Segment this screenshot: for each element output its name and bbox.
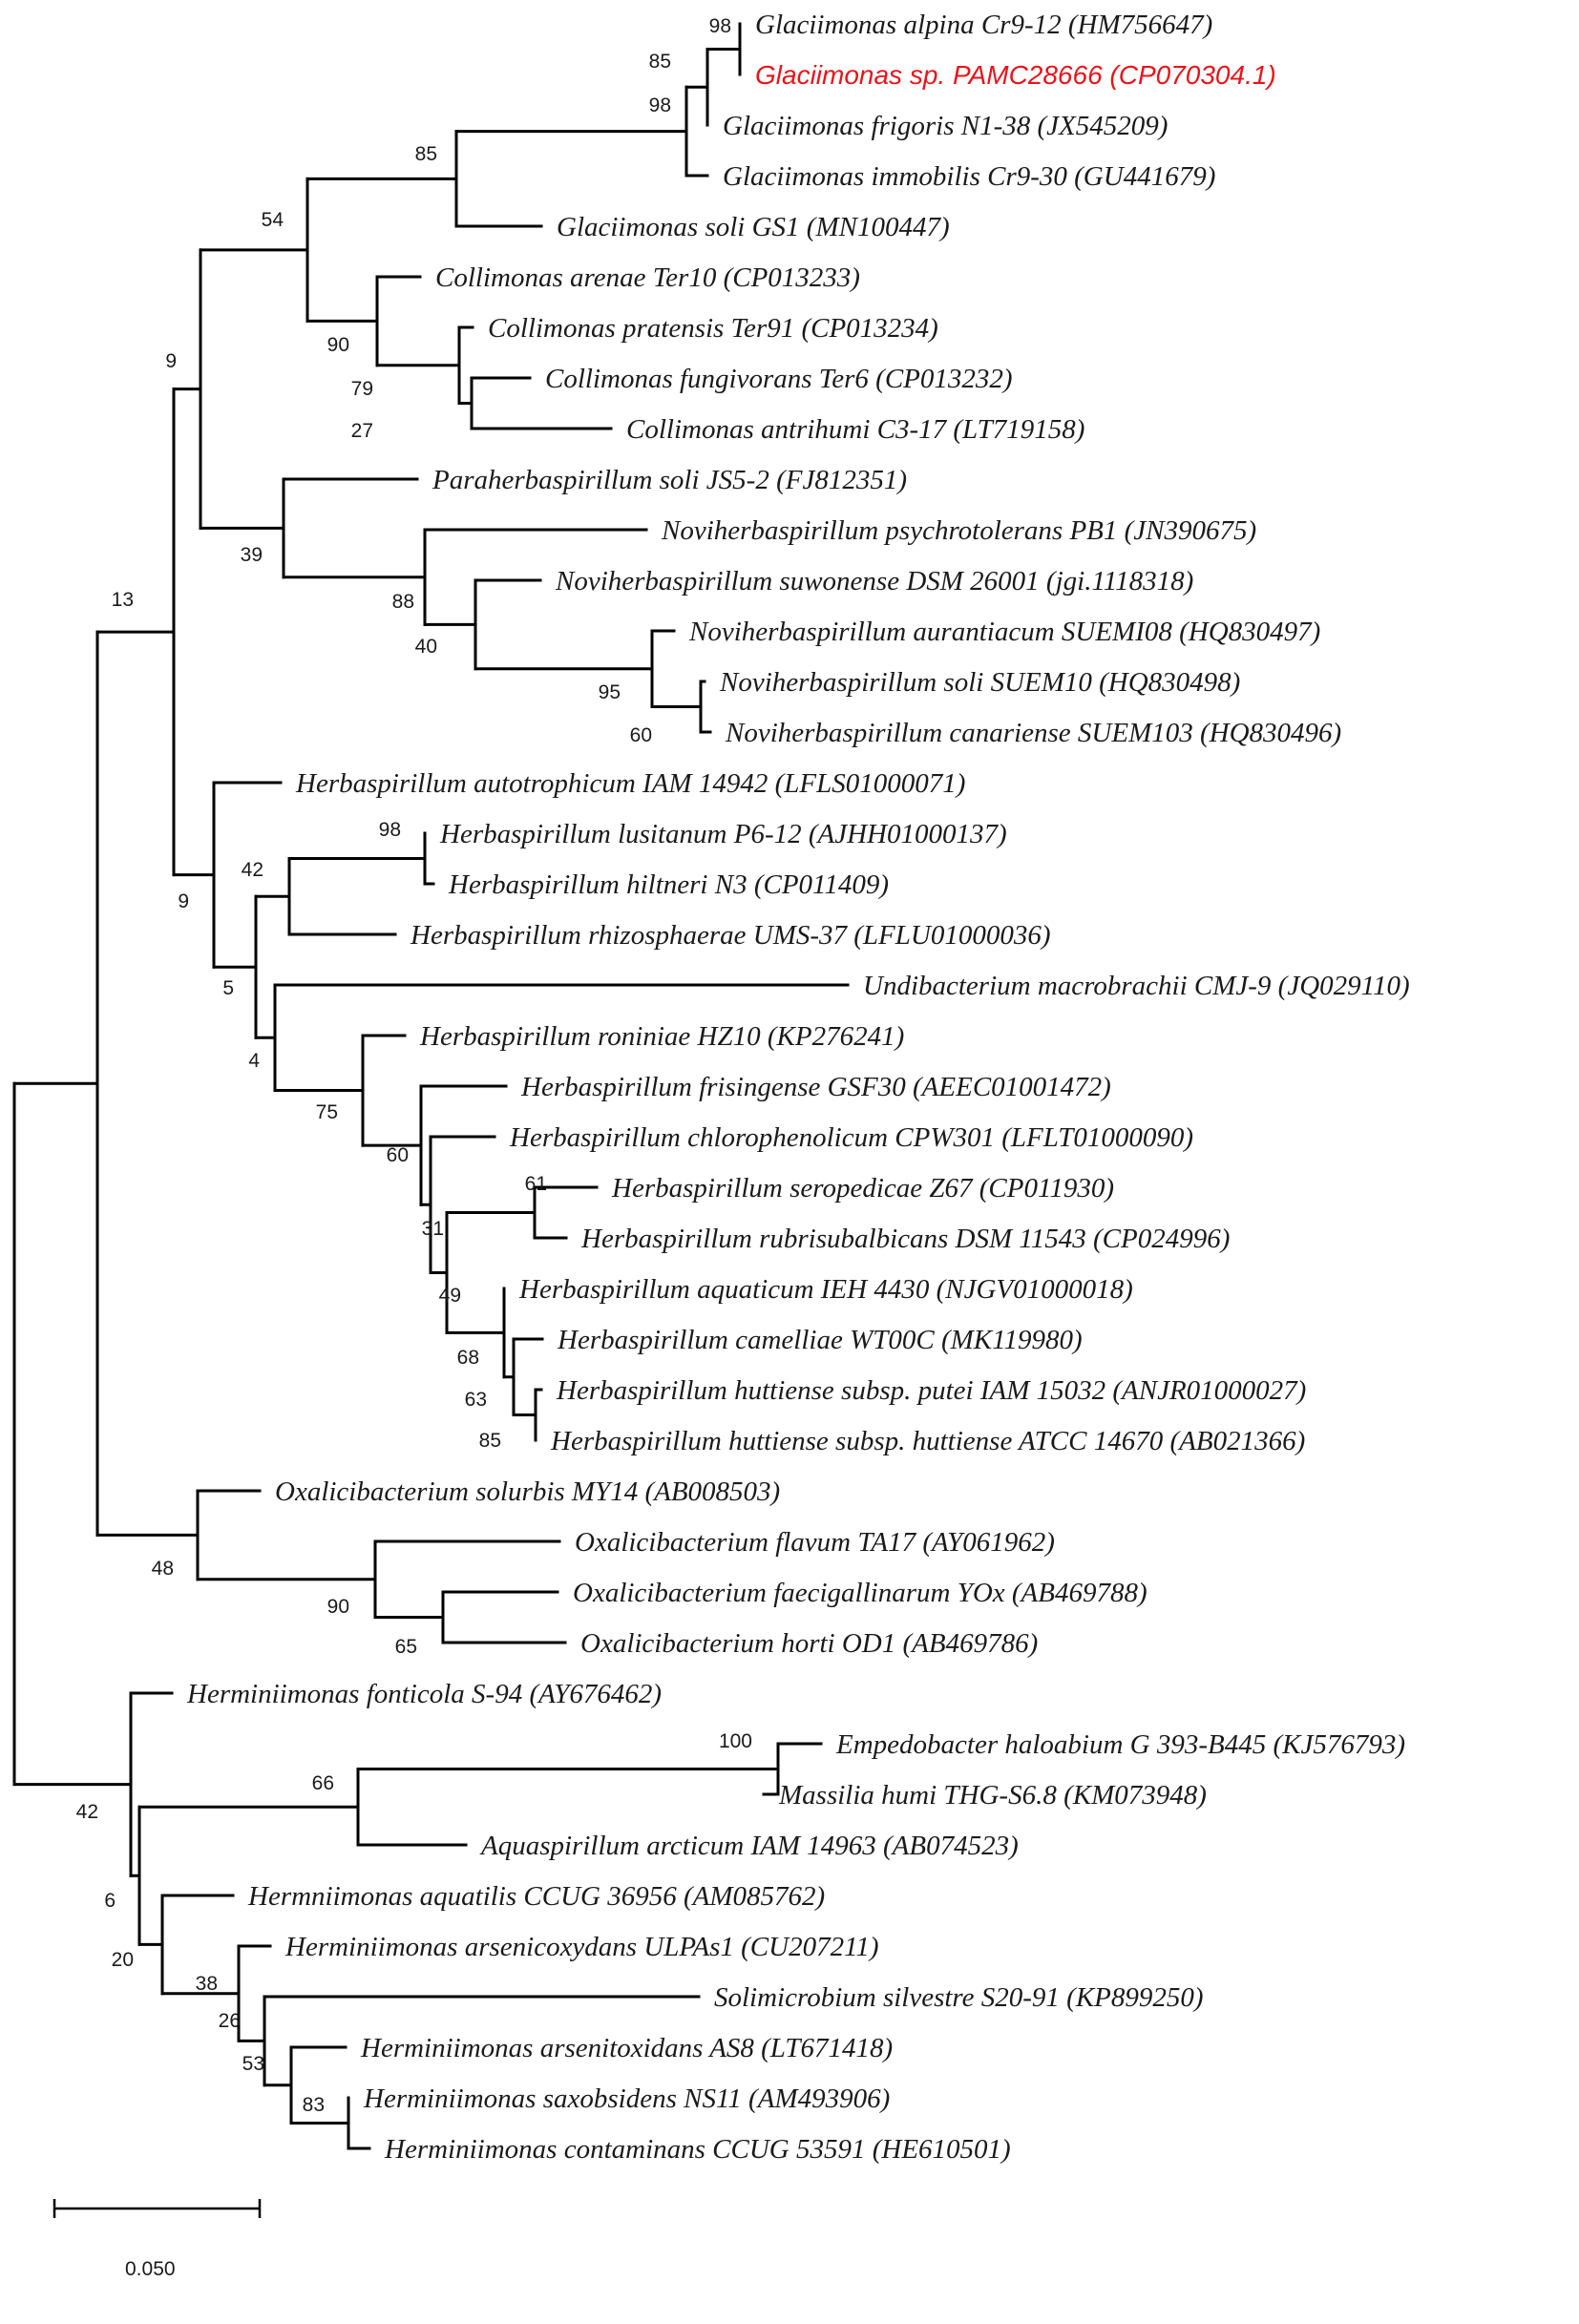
taxon-label: Hermniimonas aquatilis CCUG 36956 (AM085…: [247, 1881, 825, 1912]
bootstrap-value: 60: [630, 724, 652, 746]
bootstrap-values: 9885988554907927939884095601398429547560…: [76, 15, 752, 2116]
taxon-label: Glaciimonas frigoris N1-38 (JX545209): [723, 111, 1168, 141]
taxon-labels: Glaciimonas alpina Cr9-12 (HM756647) Glac…: [186, 10, 1410, 2165]
bootstrap-value: 90: [327, 334, 349, 356]
taxon-label: Glaciimonas immobilis Cr9-30 (GU441679): [723, 161, 1215, 192]
taxon-label: Herbaspirillum aquaticum IEH 4430 (NJGV0…: [518, 1274, 1133, 1305]
bootstrap-value: 4: [248, 1050, 260, 1072]
bootstrap-value: 40: [415, 636, 437, 658]
bootstrap-value: 63: [465, 1389, 487, 1411]
taxon-label: Noviherbaspirillum suwonense DSM 26001 (…: [555, 566, 1193, 597]
taxon-label: Collimonas antrihumi C3-17 (LT719158): [626, 414, 1084, 445]
taxon-label: Herbaspirillum autotrophicum IAM 14942 (…: [295, 768, 965, 799]
taxon-label: Noviherbaspirillum aurantiacum SUEMI08 (…: [688, 617, 1320, 647]
taxon-label: Collimonas fungivorans Ter6 (CP013232): [545, 364, 1013, 394]
bootstrap-value: 27: [351, 420, 373, 442]
taxon-label: Collimonas pratensis Ter91 (CP013234): [488, 313, 938, 344]
bootstrap-value: 5: [222, 977, 234, 999]
bootstrap-value: 65: [395, 1636, 417, 1658]
tree-branches: [12, 22, 850, 2150]
bootstrap-value: 68: [457, 1347, 479, 1369]
bootstrap-value: 85: [649, 51, 671, 73]
taxon-label: Collimonas arenae Ter10 (CP013233): [435, 262, 860, 293]
bootstrap-value: 49: [439, 1285, 461, 1307]
taxon-label: Aquaspirillum arcticum IAM 14963 (AB0745…: [479, 1831, 1019, 1861]
bootstrap-value: 83: [303, 2094, 325, 2116]
taxon-label: Herminiimonas saxobsidens NS11 (AM493906…: [363, 2083, 890, 2114]
bootstrap-value: 42: [242, 859, 263, 881]
taxon-label: Glaciimonas soli GS1 (MN100447): [557, 212, 950, 242]
taxon-label: Glaciimonas sp. PAMC28666 (CP070304.1): [755, 60, 1276, 90]
taxon-label: Oxalicibacterium flavum TA17 (AY061962): [575, 1527, 1055, 1558]
bootstrap-value: 54: [262, 209, 284, 231]
taxon-label: Herbaspirillum camelliae WT00C (MK119980…: [557, 1325, 1083, 1355]
taxon-label: Herbaspirillum lusitanum P6-12 (AJHH0100…: [439, 819, 1007, 849]
taxon-label: Oxalicibacterium horti OD1 (AB469786): [580, 1628, 1038, 1659]
taxon-label: Herbaspirillum roniniae HZ10 (KP276241): [419, 1021, 904, 1052]
bootstrap-value: 95: [599, 681, 621, 703]
bootstrap-value: 79: [351, 378, 373, 400]
taxon-label: Noviherbaspirillum soli SUEM10 (HQ830498…: [719, 667, 1240, 698]
scale-bar-label: 0.050: [125, 2258, 176, 2280]
bootstrap-value: 13: [112, 589, 134, 611]
taxon-label: Herbaspirillum huttiense subsp. putei IA…: [556, 1375, 1306, 1406]
taxon-label: Herbaspirillum hiltneri N3 (CP011409): [448, 869, 889, 900]
bootstrap-value: 66: [312, 1772, 334, 1794]
bootstrap-value: 61: [525, 1173, 547, 1195]
bootstrap-value: 88: [392, 591, 414, 613]
bootstrap-value: 90: [327, 1596, 349, 1618]
bootstrap-value: 98: [709, 15, 731, 37]
taxon-label: Herminiimonas arsenicoxydans ULPAs1 (CU2…: [284, 1932, 879, 1962]
bootstrap-value: 85: [415, 143, 437, 165]
bootstrap-value: 20: [112, 1949, 134, 1971]
taxon-label: Herminiimonas arsenitoxidans AS8 (LT6714…: [360, 2033, 893, 2063]
bootstrap-value: 38: [196, 1973, 218, 1995]
bootstrap-value: 60: [387, 1144, 409, 1166]
bootstrap-value: 31: [422, 1218, 444, 1240]
taxon-label: Noviherbaspirillum psychrotolerans PB1 (…: [661, 515, 1256, 546]
taxon-label: Oxalicibacterium faecigallinarum YOx (AB…: [573, 1578, 1147, 1608]
bootstrap-value: 26: [219, 2010, 241, 2032]
taxon-label: Herminiimonas contaminans CCUG 53591 (HE…: [384, 2134, 1011, 2165]
bootstrap-value: 75: [316, 1101, 338, 1123]
taxon-label: Herbaspirillum seropedicae Z67 (CP011930…: [611, 1173, 1114, 1204]
taxon-label: Herbaspirillum chlorophenolicum CPW301 (…: [509, 1122, 1193, 1153]
bootstrap-value: 85: [479, 1430, 501, 1452]
bootstrap-value: 42: [76, 1801, 98, 1823]
taxon-label: Herbaspirillum huttiense subsp. huttiens…: [550, 1426, 1305, 1456]
taxon-label: Massilia humi THG-S6.8 (KM073948): [778, 1780, 1207, 1811]
bootstrap-value: 53: [242, 2053, 264, 2075]
bootstrap-value: 100: [719, 1730, 752, 1752]
taxon-label: Herminiimonas fonticola S-94 (AY676462): [186, 1679, 662, 1709]
taxon-label: Paraherbaspirillum soli JS5-2 (FJ812351): [432, 465, 907, 495]
bootstrap-value: 6: [104, 1890, 116, 1912]
bootstrap-value: 39: [241, 544, 263, 566]
bootstrap-value: 9: [178, 890, 189, 912]
taxon-label: Undibacterium macrobrachii CMJ-9 (JQ0291…: [863, 971, 1410, 1001]
taxon-label: Noviherbaspirillum canariense SUEM103 (H…: [725, 718, 1341, 748]
bootstrap-value: 48: [152, 1558, 174, 1580]
taxon-label: Empedobacter haloabium G 393-B445 (KJ576…: [835, 1729, 1405, 1760]
taxon-label: Oxalicibacterium solurbis MY14 (AB008503…: [275, 1476, 780, 1507]
taxon-label: Herbaspirillum frisingense GSF30 (AEEC01…: [520, 1072, 1111, 1102]
taxon-label: Herbaspirillum rubrisubalbicans DSM 1154…: [580, 1224, 1230, 1254]
taxon-label: Solimicrobium silvestre S20-91 (KP899250…: [714, 1982, 1204, 2013]
scale-bar: 0.050: [53, 2199, 262, 2280]
bootstrap-value: 98: [379, 819, 401, 841]
taxon-label: Glaciimonas alpina Cr9-12 (HM756647): [755, 10, 1212, 40]
bootstrap-value: 9: [165, 350, 177, 372]
bootstrap-value: 98: [649, 94, 671, 116]
taxon-label: Herbaspirillum rhizosphaerae UMS-37 (LFL…: [410, 920, 1051, 951]
